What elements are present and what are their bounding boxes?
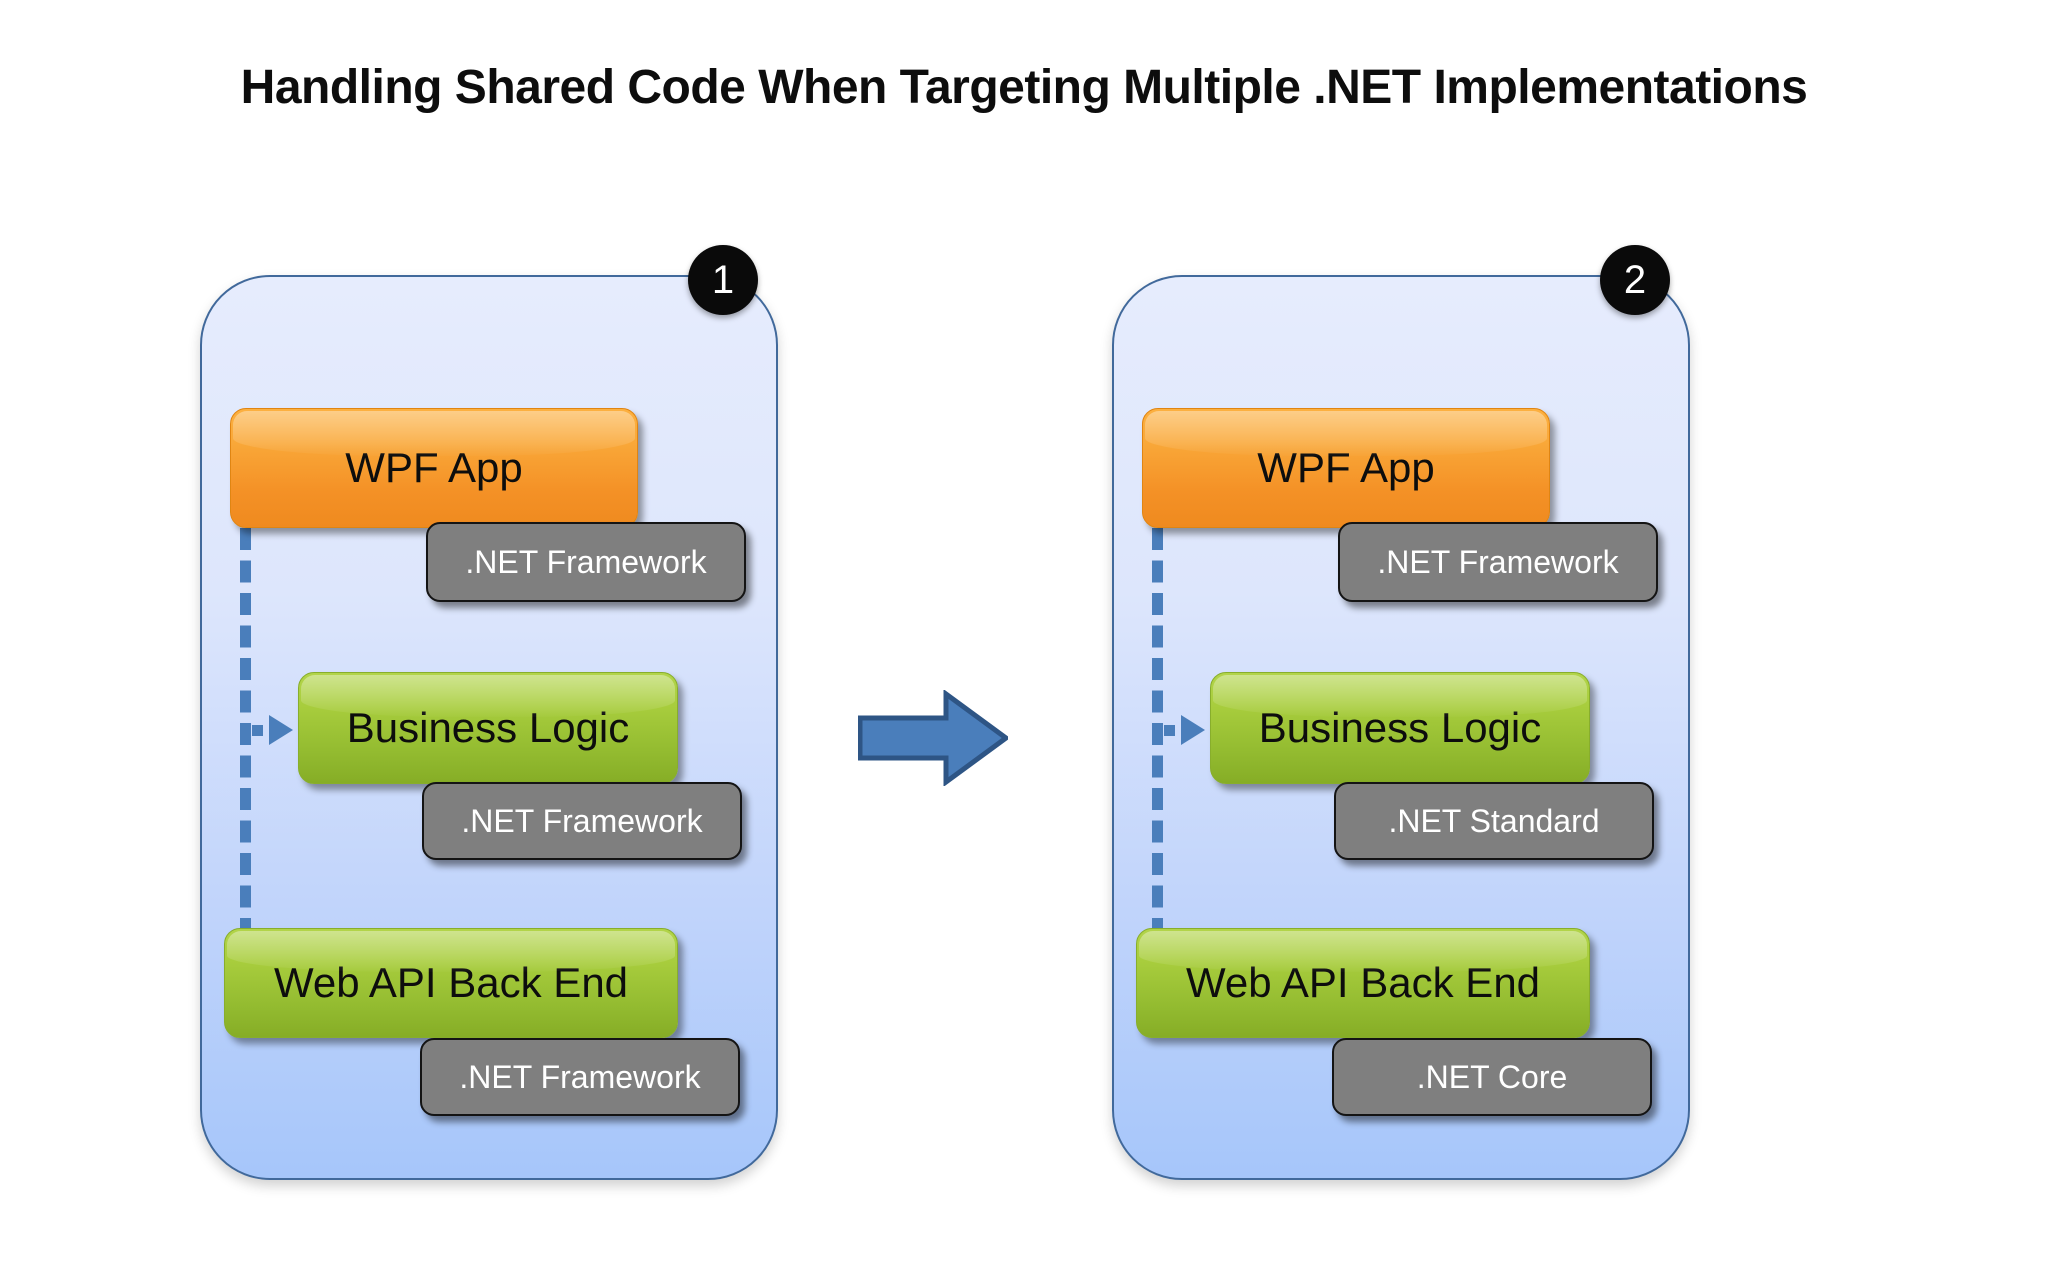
project-box-web-api-after[interactable]: Web API Back End bbox=[1136, 928, 1590, 1038]
project-box-wpf-app-after[interactable]: WPF App bbox=[1142, 408, 1550, 528]
step-badge-1: 1 bbox=[688, 245, 758, 315]
dependency-line-before bbox=[240, 528, 251, 940]
dependency-arrow-icon-before bbox=[252, 715, 293, 745]
framework-tag-wpf-app-after[interactable]: .NET Framework bbox=[1338, 522, 1658, 602]
framework-tag-business-logic-after[interactable]: .NET Standard bbox=[1334, 782, 1654, 860]
project-box-business-logic-before[interactable]: Business Logic bbox=[298, 672, 678, 784]
framework-tag-wpf-app-before[interactable]: .NET Framework bbox=[426, 522, 746, 602]
arrowhead-icon bbox=[269, 715, 293, 745]
framework-tag-business-logic-before[interactable]: .NET Framework bbox=[422, 782, 742, 860]
dependency-line-after bbox=[1152, 528, 1163, 940]
project-box-web-api-before[interactable]: Web API Back End bbox=[224, 928, 678, 1038]
framework-tag-web-api-after[interactable]: .NET Core bbox=[1332, 1038, 1652, 1116]
dependency-arrow-icon-after bbox=[1164, 715, 1205, 745]
framework-tag-web-api-before[interactable]: .NET Framework bbox=[420, 1038, 740, 1116]
page-title: Handling Shared Code When Targeting Mult… bbox=[240, 61, 1808, 114]
step-badge-2: 2 bbox=[1600, 245, 1670, 315]
arrowhead-icon bbox=[1181, 715, 1205, 745]
dependency-dash-icon bbox=[252, 724, 263, 736]
project-box-wpf-app-before[interactable]: WPF App bbox=[230, 408, 638, 528]
transition-right-arrow-icon bbox=[858, 690, 1008, 786]
dependency-dash-icon bbox=[1164, 724, 1175, 736]
project-box-business-logic-after[interactable]: Business Logic bbox=[1210, 672, 1590, 784]
